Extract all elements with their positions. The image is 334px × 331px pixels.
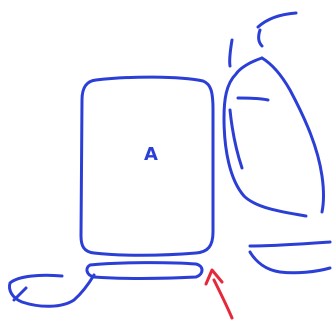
figure-body-outline xyxy=(224,58,306,216)
tablet-outline xyxy=(81,77,213,255)
figure-neck-line xyxy=(230,40,232,66)
figure-back-line xyxy=(230,110,242,168)
figure-head-curve xyxy=(259,30,262,46)
surface-line-top xyxy=(250,242,330,246)
figure-shoulder-curve xyxy=(262,58,324,212)
tablet-stand xyxy=(87,263,202,279)
mouse-detail-line xyxy=(14,288,26,300)
figure-arm-line xyxy=(238,98,268,100)
figure-head-outline xyxy=(258,13,296,27)
surface-line-bottom xyxy=(250,252,330,273)
red-arrow-icon xyxy=(214,280,232,318)
tablet-glyph: A xyxy=(144,144,158,165)
